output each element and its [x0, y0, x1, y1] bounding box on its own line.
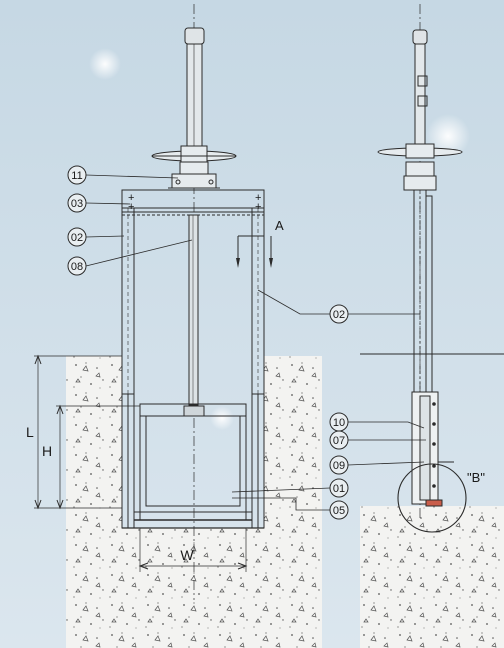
- concrete-left-front: [66, 356, 322, 648]
- callout-11-label: 11: [71, 170, 82, 182]
- callout-08: 08: [67, 256, 87, 276]
- section-arrow-icon: [236, 235, 273, 268]
- callout-02a-label: 02: [71, 232, 83, 244]
- concrete-right-side: [360, 506, 504, 648]
- callout-02b: 02: [329, 304, 349, 324]
- stem-upper: [186, 43, 203, 151]
- dimension-H-label: H: [42, 443, 52, 459]
- dimension-W-label: W: [180, 547, 194, 563]
- side-view: [360, 4, 504, 533]
- callout-05-label: 05: [333, 505, 345, 517]
- callout-05: 05: [329, 500, 349, 520]
- section-label: A: [275, 218, 284, 233]
- callout-07: 07: [329, 430, 349, 450]
- callout-09: 09: [329, 455, 349, 475]
- detail-label: "B": [467, 470, 485, 485]
- callout-leaders: [85, 174, 331, 511]
- dimension-L-label: L: [26, 424, 34, 440]
- stem-cap: [184, 27, 205, 45]
- callout-01-label: 01: [333, 483, 345, 495]
- callout-03-label: 03: [71, 198, 83, 210]
- callout-07-label: 07: [333, 435, 345, 447]
- detail-circle-icon: [397, 463, 467, 533]
- svg-text:+: +: [255, 201, 261, 213]
- callout-09-label: 09: [333, 460, 345, 472]
- callout-01: 01: [329, 478, 349, 498]
- callout-10: 10: [329, 412, 349, 432]
- glow-spot: [210, 406, 234, 430]
- glow-spot: [89, 48, 121, 80]
- glow-spot: [426, 114, 470, 158]
- spindle: [188, 214, 199, 406]
- callout-08-label: 08: [71, 261, 83, 273]
- callout-03: 03: [67, 193, 87, 213]
- handwheel-icon: [151, 145, 237, 163]
- svg-text:+: +: [255, 192, 261, 204]
- front-view: + + + +: [34, 4, 273, 600]
- svg-text:+: +: [128, 192, 134, 204]
- callout-11: 11: [67, 165, 87, 185]
- callout-02a: 02: [67, 227, 87, 247]
- svg-text:+: +: [128, 201, 134, 213]
- callout-10-label: 10: [333, 417, 345, 429]
- callout-02b-label: 02: [333, 309, 345, 321]
- actuator-housing: [179, 161, 209, 175]
- handwheel-icon: [377, 143, 463, 159]
